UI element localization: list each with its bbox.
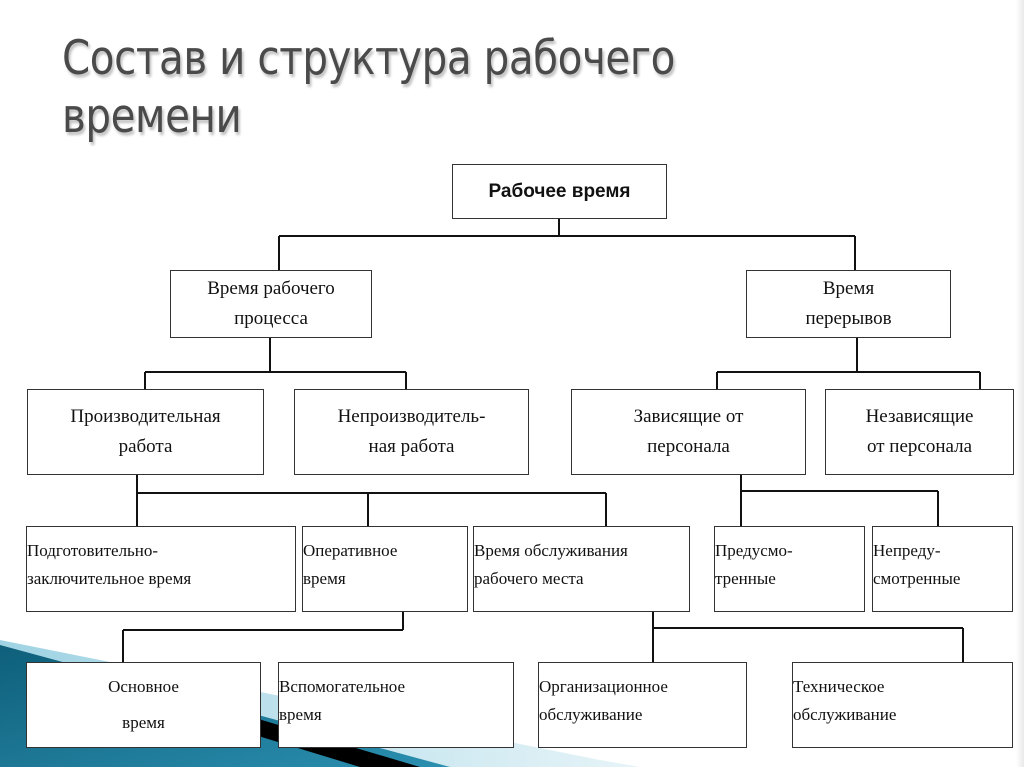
node-label-line-2: заключительное время [27, 569, 192, 588]
node-label-line-2: обслуживание [793, 705, 897, 724]
node-label-line-1: Время [822, 278, 875, 299]
node-label-line-2: время [122, 713, 165, 732]
node-label-line-1: Независящие [865, 406, 974, 427]
node-label-line-1: Время рабочего [207, 278, 335, 299]
node-label-line-1: Зависящие от [633, 406, 744, 427]
node-staff-independent: Независящие от персонала [825, 389, 1014, 475]
node-unproductive-work: Непроизводитель- ная работа [294, 389, 529, 475]
node-label-line-2: смотренные [873, 569, 961, 588]
node-label-line-1: Непреду- [873, 541, 941, 560]
connector-operative [122, 611, 404, 662]
node-label-line-2: от персонала [866, 436, 973, 457]
node-label-line-2: тренные [715, 569, 776, 588]
connector-breaks [716, 337, 981, 389]
node-unplanned-breaks: Непреду- смотренные [872, 526, 1013, 612]
node-label-line-2: обслуживание [539, 705, 643, 724]
node-organizational-service: Организационное обслуживание [538, 662, 747, 748]
node-main-time: Основное время [26, 662, 261, 748]
node-label-line-1: Предусмо- [715, 541, 793, 560]
node-working-time: Рабочее время [452, 164, 667, 219]
node-workplace-service-time: Время обслуживания рабочего места [473, 526, 690, 612]
node-label-line-1: Непроизводитель- [337, 406, 486, 427]
node-label: Рабочее время [488, 180, 631, 202]
node-label-line-1: Организационное [539, 677, 668, 696]
node-label-line-2: работа [118, 436, 173, 457]
node-label-line-1: Вспомогательное [279, 677, 406, 696]
node-productive-work: Производительная работа [27, 389, 264, 475]
title-line-2: времени [62, 89, 242, 144]
node-label-line-2: время [279, 705, 322, 724]
node-planned-breaks: Предусмо- тренные [714, 526, 865, 612]
connector-service [652, 611, 964, 662]
slide-edge [1016, 0, 1024, 767]
node-label-line-1: Оперативное [303, 541, 398, 560]
node-auxiliary-time: Вспомогательное время [278, 662, 514, 748]
node-label-line-1: Время обслуживания [474, 541, 628, 560]
title-line-1: Состав и структура рабочего [62, 31, 675, 86]
node-label-line-1: Техническое [793, 677, 885, 696]
slide-title: Состав и структура рабочего времени [62, 30, 802, 146]
node-label-line-1: Производительная [70, 406, 221, 427]
node-break-time: Время перерывов [746, 270, 951, 338]
connector-process [144, 337, 407, 389]
connector-dependent [740, 475, 939, 526]
node-work-process-time: Время рабочего процесса [170, 270, 372, 338]
node-label-line-2: перерывов [805, 308, 892, 329]
node-label-line-2: время [303, 569, 346, 588]
node-label-line-2: персонала [647, 436, 730, 457]
node-label-line-2: рабочего места [474, 569, 584, 588]
node-label-line-1: Основное [108, 677, 179, 696]
node-operative-time: Оперативное время [302, 526, 468, 612]
node-technical-service: Техническое обслуживание [792, 662, 1013, 748]
node-label-line-1: Подготовительно- [27, 541, 159, 560]
connector-root [278, 219, 856, 270]
connector-productive [136, 475, 607, 526]
node-label-line-2: ная работа [368, 436, 455, 457]
node-prep-final-time: Подготовительно- заключительное время [26, 526, 296, 612]
node-label-line-2: процесса [234, 308, 308, 329]
node-staff-dependent: Зависящие от персонала [571, 389, 806, 475]
